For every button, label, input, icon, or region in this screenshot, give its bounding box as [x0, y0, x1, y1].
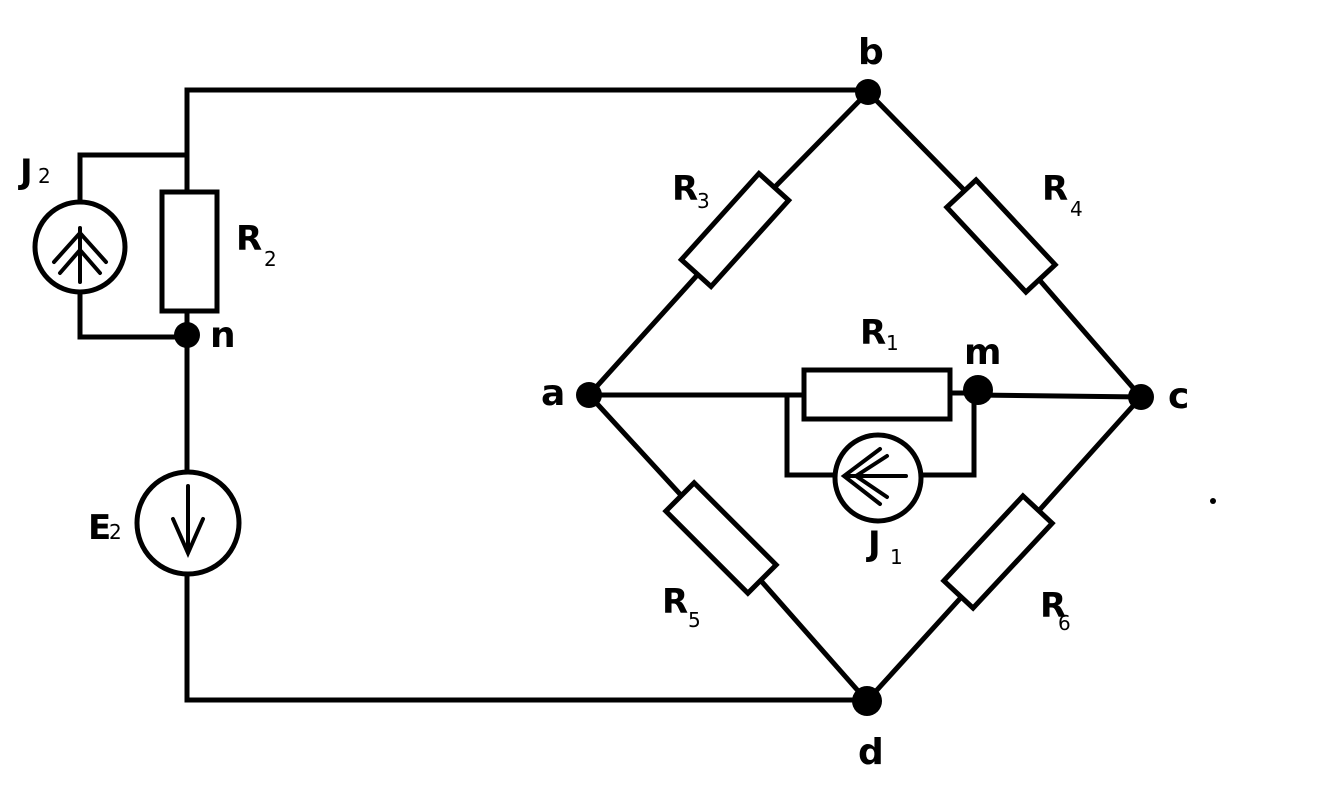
label-r3-letter: R — [672, 169, 698, 209]
label-r4-index: 4 — [1070, 197, 1083, 221]
wire-r6-d — [863, 588, 970, 705]
wire-b-r4 — [864, 88, 970, 196]
label-r1-letter: R — [860, 313, 886, 353]
node-label-b: b — [858, 32, 884, 73]
label-r6-index: 6 — [1058, 611, 1071, 635]
resistor-r6 — [940, 492, 1056, 612]
label-j1: J 1 — [866, 524, 903, 569]
label-j1-letter: J — [866, 524, 881, 564]
node-label-d: d — [858, 732, 884, 773]
j2-arrow-inner — [58, 246, 102, 275]
resistor-r2 — [159, 189, 220, 314]
label-r6: R 6 — [1040, 586, 1071, 635]
label-r5-index: 5 — [688, 608, 701, 632]
label-j2-letter: J — [18, 152, 33, 192]
wire-r4-c — [1032, 272, 1145, 401]
node-m — [963, 375, 993, 405]
label-r1-index: 1 — [886, 331, 899, 355]
label-r1: R 1 — [860, 313, 899, 355]
label-r3: R 3 — [672, 169, 710, 213]
label-r4-letter: R — [1042, 169, 1068, 209]
arrow-down-icon — [171, 517, 205, 558]
wire-j2-bottom — [77, 289, 190, 340]
stray-dot — [1210, 498, 1216, 504]
node-label-c: c — [1168, 376, 1189, 417]
label-j1-index: 1 — [890, 545, 903, 569]
label-r4: R 4 — [1042, 169, 1083, 221]
wire-r3-b — [766, 88, 872, 196]
label-r5: R 5 — [662, 582, 701, 632]
label-r2: R 2 — [236, 219, 277, 271]
resistor-r1 — [801, 367, 953, 422]
current-source-j2 — [32, 199, 128, 295]
label-e2-letter: E — [88, 508, 111, 548]
voltage-source-e2 — [134, 469, 242, 577]
wire-top — [184, 87, 871, 195]
resistor-r3 — [677, 169, 793, 291]
wire-m-c — [975, 392, 1144, 400]
node-c — [1128, 384, 1154, 410]
label-e2: E 2 — [88, 508, 122, 548]
node-d — [852, 686, 882, 716]
wire-r5-d — [751, 570, 871, 705]
resistor-r5 — [662, 479, 780, 597]
wire-bottom — [184, 571, 870, 703]
node-a — [576, 382, 602, 408]
j1-arrow-inner — [852, 454, 889, 499]
label-r2-index: 2 — [264, 247, 277, 271]
node-label-m: m — [964, 332, 1002, 373]
node-label-a: a — [541, 373, 565, 414]
label-r2-letter: R — [236, 219, 262, 259]
label-j2-index: 2 — [38, 164, 51, 188]
current-source-j1 — [832, 432, 924, 524]
label-j2: J 2 — [18, 152, 51, 192]
wire-c-r6 — [1031, 393, 1145, 519]
node-n — [174, 322, 200, 348]
wire-j1-right — [918, 389, 977, 478]
wire-a-r5 — [585, 391, 694, 509]
node-label-n: n — [210, 315, 236, 356]
resistor-r4 — [943, 176, 1059, 296]
label-r6-letter: R — [1040, 586, 1066, 626]
wire-a-r3 — [585, 268, 704, 399]
node-b — [855, 79, 881, 105]
wire-j2-top — [77, 152, 190, 205]
double-arrow-left-icon — [840, 447, 882, 506]
label-r3-index: 3 — [697, 189, 710, 213]
double-arrow-up-icon — [52, 230, 108, 264]
label-r5-letter: R — [662, 582, 688, 622]
label-e2-index: 2 — [109, 520, 122, 544]
wire-j1-left — [784, 392, 838, 478]
